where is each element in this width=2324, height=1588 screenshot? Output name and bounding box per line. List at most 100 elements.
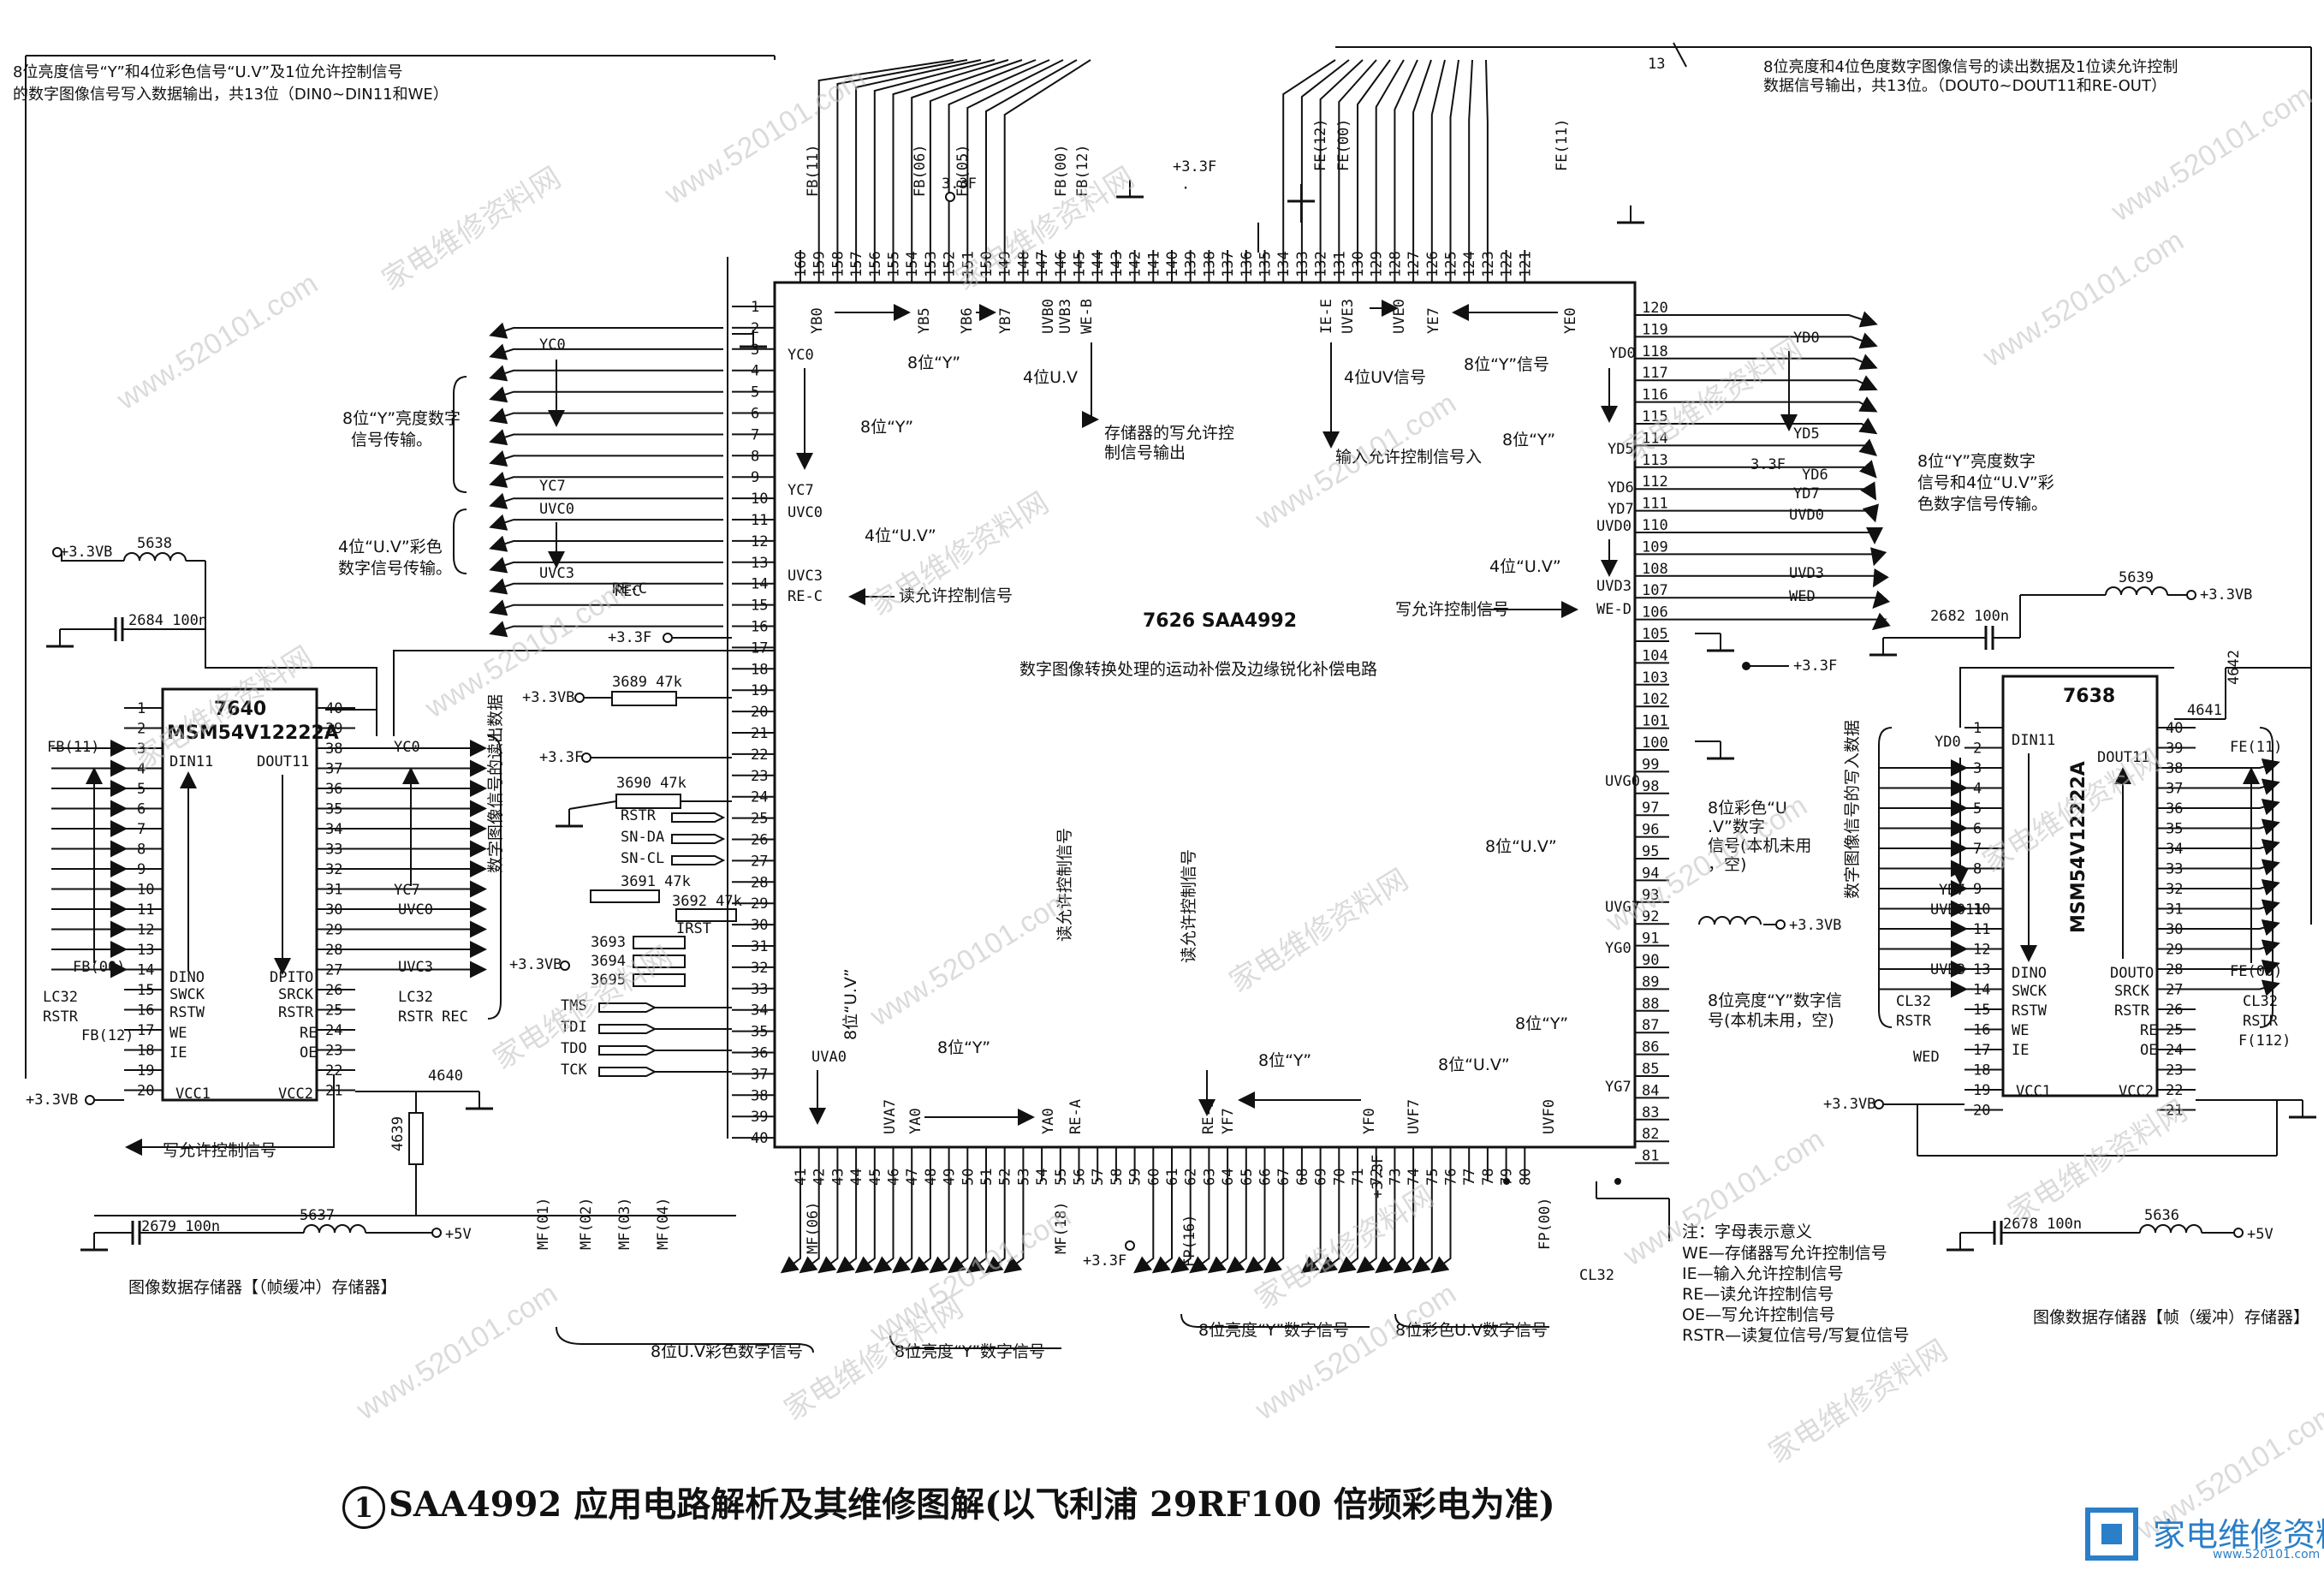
ctrl-label: TMS <box>561 997 587 1014</box>
right-group-label: 色数字信号传输。 <box>1917 495 2048 514</box>
supply-label: +3.3F <box>1173 158 1216 175</box>
supply-label: +3.3VB <box>1823 1096 1875 1113</box>
left-mem-ref: 7640 <box>214 699 266 720</box>
bottom-inner: UVF0 <box>1541 1099 1558 1134</box>
bottom-inner: YA0 <box>1040 1108 1057 1134</box>
right-pin-116: 116 <box>1642 387 1668 404</box>
left-pin-23: 23 <box>751 768 768 785</box>
left-mem-inner: VCC1 <box>175 1085 211 1103</box>
right-mem-pin: 17 <box>1973 1042 1990 1059</box>
right-pin-93: 93 <box>1642 887 1659 904</box>
top-pin-142: 142 <box>1127 251 1144 277</box>
left-inner: YC7 <box>539 478 566 495</box>
left-mem-inner: SWCK <box>169 986 205 1003</box>
resistor-label: 2679 100n <box>141 1218 220 1235</box>
left-mem-signal: LC32 <box>398 989 433 1006</box>
bottom-pin-65: 65 <box>1239 1169 1256 1186</box>
bottom-pin-55: 55 <box>1053 1169 1070 1186</box>
left-inner-chip: UVC3 <box>788 568 823 585</box>
left-pin-16: 16 <box>751 619 768 636</box>
group-label: 8位“U.V” <box>841 968 860 1040</box>
left-mem-inner: DIN11 <box>169 753 213 770</box>
left-mem-pin-r-21: 21 <box>325 1083 342 1100</box>
bottom-bus: MF(03) <box>616 1198 633 1250</box>
inner-top-label: UVE0 <box>1391 299 1408 334</box>
group-label: 8位“Y” <box>907 354 960 372</box>
inner-top-label: YB5 <box>916 307 933 334</box>
left-mem-signal: RSTR <box>43 1008 79 1026</box>
bottom-pin-51: 51 <box>978 1169 996 1186</box>
right-mem-pin: 19 <box>1973 1082 1990 1099</box>
left-pin-40: 40 <box>751 1130 768 1147</box>
top-bus-label-left: FB(12) <box>1074 145 1091 197</box>
left-mem-pin-2: 2 <box>137 721 146 738</box>
ctrl-label: TDI <box>561 1019 587 1036</box>
bottom-pin-48: 48 <box>923 1169 940 1186</box>
left-pin-24: 24 <box>751 789 768 806</box>
right-pin-96: 96 <box>1642 822 1659 839</box>
group-label: 4位“U.V” <box>1489 557 1561 576</box>
left-mem-pin-r-37: 37 <box>325 761 342 778</box>
right-mem-pin: 8 <box>1973 861 1982 878</box>
right-mem-inner: RSTR <box>2114 1002 2150 1020</box>
left-mem-pin-r-26: 26 <box>325 982 342 999</box>
left-mem-pin-r-24: 24 <box>325 1022 342 1039</box>
top-pin-135: 135 <box>1257 251 1275 277</box>
left-pin-25: 25 <box>751 811 768 828</box>
right-inner: YD6 <box>1608 479 1634 497</box>
right-mem-inner: DOUT11 <box>2097 749 2149 766</box>
top-pin-150: 150 <box>978 251 996 277</box>
top-pin-138: 138 <box>1201 251 1218 277</box>
legend-item: OE—写允许控制信号 <box>1682 1305 1835 1324</box>
read-enable-label: 读允许控制信号 <box>899 586 1013 605</box>
uvg-note: ，空) <box>1708 855 1746 874</box>
left-mem-pin-18: 18 <box>137 1043 154 1060</box>
bottom-pin-79: 79 <box>1499 1169 1516 1186</box>
right-mem-pin-r: 28 <box>2166 961 2183 978</box>
right-pin-107: 107 <box>1642 582 1668 599</box>
right-pin-110: 110 <box>1642 517 1668 534</box>
right-mem-pin: 10 <box>1973 901 1990 919</box>
right-pin-118: 118 <box>1642 343 1668 360</box>
right-mem-pin: 1 <box>1973 720 1982 737</box>
right-pin-108: 108 <box>1642 561 1668 578</box>
right-mem-inner: VCC2 <box>2119 1083 2154 1100</box>
right-mem-signal: 4642 <box>2226 650 2243 685</box>
left-inner: UVC0 <box>539 501 574 518</box>
top-right-note-1: 8位亮度和4位色度数字图像信号的读出数据及1位读允许控制 <box>1763 58 2178 76</box>
right-pin-84: 84 <box>1642 1082 1659 1099</box>
resistor-label: 4640 <box>428 1068 463 1085</box>
right-mem-pin-r: 26 <box>2166 1002 2183 1019</box>
right-pin-103: 103 <box>1642 669 1668 687</box>
top-pin-139: 139 <box>1183 251 1200 277</box>
left-mem-pin-r-31: 31 <box>325 882 342 899</box>
bottom-pin-66: 66 <box>1257 1169 1275 1186</box>
top-pin-158: 158 <box>829 251 847 277</box>
uvg-label: UVG7 <box>1605 899 1640 916</box>
resistor-label: 3692 47k <box>672 893 742 910</box>
bottom-pin-56: 56 <box>1072 1169 1089 1186</box>
top-pin-128: 128 <box>1387 251 1404 277</box>
right-mem-pin-r: 39 <box>2166 740 2183 758</box>
left-mem-inner: RSTR <box>278 1004 314 1021</box>
right-mem-signal: UVD3 <box>1930 961 1965 978</box>
right-inner: WE-D <box>1596 601 1632 618</box>
logo-text: 家电维修资料网 <box>2153 1516 2324 1554</box>
bottom-inner: RE-A <box>1067 1099 1085 1134</box>
left-pin-37: 37 <box>751 1066 768 1083</box>
inner-top-label: YE0 <box>1562 307 1579 334</box>
left-mem-pin-9: 9 <box>137 861 146 878</box>
left-pin-36: 36 <box>751 1045 768 1062</box>
resistor-label: 5639 <box>2119 569 2154 586</box>
right-mem-pin-r: 40 <box>2166 720 2183 737</box>
bottom-pin-63: 63 <box>1201 1169 1218 1186</box>
right-mem-pin-r: 24 <box>2166 1042 2183 1059</box>
right-mem-pin: 5 <box>1973 800 1982 818</box>
right-pin-90: 90 <box>1642 952 1659 969</box>
left-mem-inner: RE <box>300 1025 317 1042</box>
left-mem-pin-17: 17 <box>137 1022 154 1039</box>
right-pin-101: 101 <box>1642 713 1668 730</box>
resistor-label: 5636 <box>2144 1207 2179 1224</box>
right-pin-99: 99 <box>1642 756 1659 773</box>
